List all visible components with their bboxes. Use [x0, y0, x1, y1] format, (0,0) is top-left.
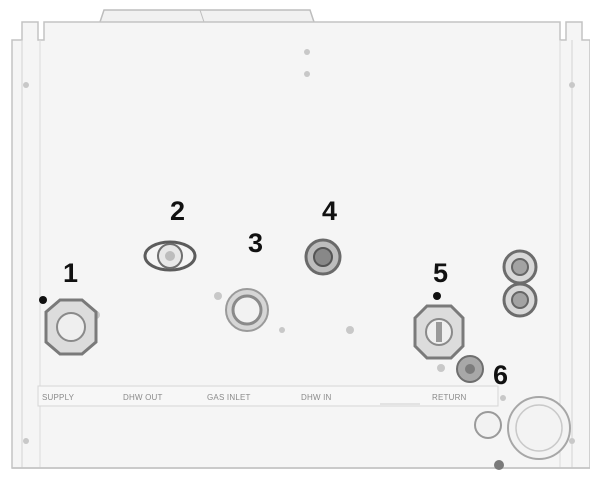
- screw: [569, 438, 575, 444]
- callout-6: 6: [493, 362, 508, 389]
- dhw-in-fitting: [306, 240, 340, 274]
- top-mounting-bracket: [100, 10, 314, 22]
- fitting-six: [457, 356, 483, 382]
- screw: [23, 82, 29, 88]
- screw: [346, 326, 354, 334]
- callout-3: 3: [248, 230, 263, 257]
- callout-2: 2: [170, 198, 185, 225]
- screw: [23, 438, 29, 444]
- label-gas-inlet: GAS INLET: [207, 393, 251, 402]
- gas-inlet-fitting: [226, 289, 268, 331]
- screw: [304, 49, 310, 55]
- label-dhw-in: DHW IN: [301, 393, 332, 402]
- label-supply: SUPPLY: [42, 393, 74, 402]
- callout-5: 5: [433, 260, 448, 287]
- label-return: RETURN: [432, 393, 467, 402]
- screw: [569, 82, 575, 88]
- screw: [304, 71, 310, 77]
- screw: [214, 292, 222, 300]
- callout-1: 1: [63, 260, 78, 287]
- screw: [500, 395, 506, 401]
- marker-dot: [39, 296, 47, 304]
- connection-label-strip: [38, 386, 498, 406]
- screw: [279, 327, 285, 333]
- screw: [437, 364, 445, 372]
- label-dhw-out: DHW OUT: [123, 393, 163, 402]
- callout-4: 4: [322, 198, 337, 225]
- marker-dot: [433, 292, 441, 300]
